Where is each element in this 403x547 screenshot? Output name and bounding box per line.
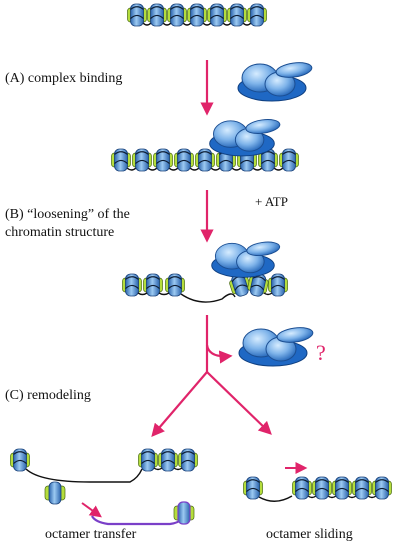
nucleosome	[312, 476, 332, 500]
linker-dna	[273, 167, 284, 171]
nucleosome	[153, 148, 173, 172]
nucleosome	[111, 148, 131, 172]
step-b-label-line1: (B) “loosening” of the	[5, 207, 130, 222]
nucleosome	[268, 273, 288, 297]
linker-dna	[347, 495, 357, 499]
octamer-sliding-array	[243, 476, 392, 502]
nucleosome	[207, 3, 227, 27]
nucleosome	[243, 476, 263, 500]
free-octamer	[44, 481, 66, 505]
octamer-transfer-label: octamer transfer	[45, 527, 137, 542]
linker-dna	[168, 167, 179, 171]
linker-dna	[242, 22, 252, 26]
transfer-arrow	[81, 502, 102, 518]
linker-dna	[137, 292, 148, 296]
nucleosome	[178, 448, 198, 472]
octamer-transfer-array	[10, 448, 198, 483]
nucleosome-array-loosened	[122, 273, 288, 303]
linker-dna	[231, 167, 242, 171]
nucleosome	[127, 3, 147, 27]
step-b-label-line2: chromatin structure	[5, 225, 115, 240]
complex-arm	[276, 327, 314, 343]
nucleosome	[165, 273, 185, 297]
remodeling-complex-free	[237, 62, 313, 102]
octamer-sliding-label: octamer sliding	[266, 527, 353, 542]
linker-dna	[263, 292, 273, 296]
complex-arm	[245, 119, 281, 134]
nucleosome-array-bound	[111, 148, 299, 172]
nucleosome	[247, 273, 269, 297]
nucleosome	[247, 3, 267, 27]
linker-dna	[173, 467, 183, 471]
nucleosome	[143, 273, 163, 297]
nucleosome	[167, 3, 187, 27]
nucleosome	[258, 148, 278, 172]
linker-dna	[182, 22, 192, 26]
linker-dna	[202, 22, 212, 26]
linker-dna	[327, 495, 337, 499]
linker-dna	[126, 167, 137, 171]
linker-dna	[153, 467, 163, 471]
nucleosome	[292, 476, 312, 500]
linker-dna	[222, 22, 232, 26]
remodeling-complex-released	[238, 327, 314, 367]
linker-dna	[367, 495, 377, 499]
nucleosome	[158, 448, 178, 472]
nucleosome	[279, 148, 299, 172]
remodeling-complex-bound	[209, 119, 281, 157]
transferred-octamers	[44, 481, 195, 525]
nucleosome	[229, 273, 251, 297]
transferred-octamer	[173, 501, 195, 525]
linker-dna	[142, 22, 152, 26]
arrow-release	[205, 315, 233, 364]
loose-dna	[180, 293, 236, 303]
complex-arm	[275, 62, 313, 78]
nucleosome	[372, 476, 392, 500]
nucleosome	[195, 148, 215, 172]
nucleosome	[132, 148, 152, 172]
arrow-fork-right	[206, 371, 272, 435]
linker-dna	[147, 167, 158, 171]
linker-dna	[307, 495, 317, 499]
arrow-fork-left	[151, 371, 208, 438]
nucleosome	[187, 3, 207, 27]
step-a-label: (A) complex binding	[5, 71, 123, 86]
nucleosome	[352, 476, 372, 500]
linker-dna	[252, 167, 263, 171]
linker-dna	[189, 167, 200, 171]
atp-label: + ATP	[255, 194, 288, 209]
nucleosome	[332, 476, 352, 500]
linker-dna	[158, 292, 170, 296]
nucleosome	[10, 448, 30, 472]
remodeling-complex-bound	[211, 241, 281, 278]
nucleosome	[147, 3, 167, 27]
linker-dna	[162, 22, 172, 26]
acceptor-dna	[91, 515, 183, 526]
exposed-dna	[258, 495, 293, 502]
nucleosome	[122, 273, 142, 297]
question-mark: ?	[316, 340, 326, 365]
step-c-label: (C) remodeling	[5, 388, 91, 403]
nucleosome	[174, 148, 194, 172]
nucleosome	[138, 448, 158, 472]
complex-arm	[246, 241, 281, 257]
naked-dna	[25, 468, 143, 483]
linker-dna	[210, 167, 221, 171]
nucleosome-array-top	[127, 3, 267, 27]
nucleosome	[227, 3, 247, 27]
